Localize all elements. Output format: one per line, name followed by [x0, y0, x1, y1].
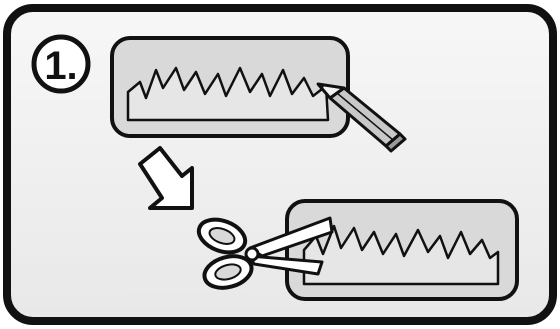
cut-card: [287, 201, 517, 299]
drawn-card: [112, 38, 348, 136]
step-number-badge: 1.: [34, 37, 88, 91]
step-number-label: 1.: [44, 44, 77, 88]
